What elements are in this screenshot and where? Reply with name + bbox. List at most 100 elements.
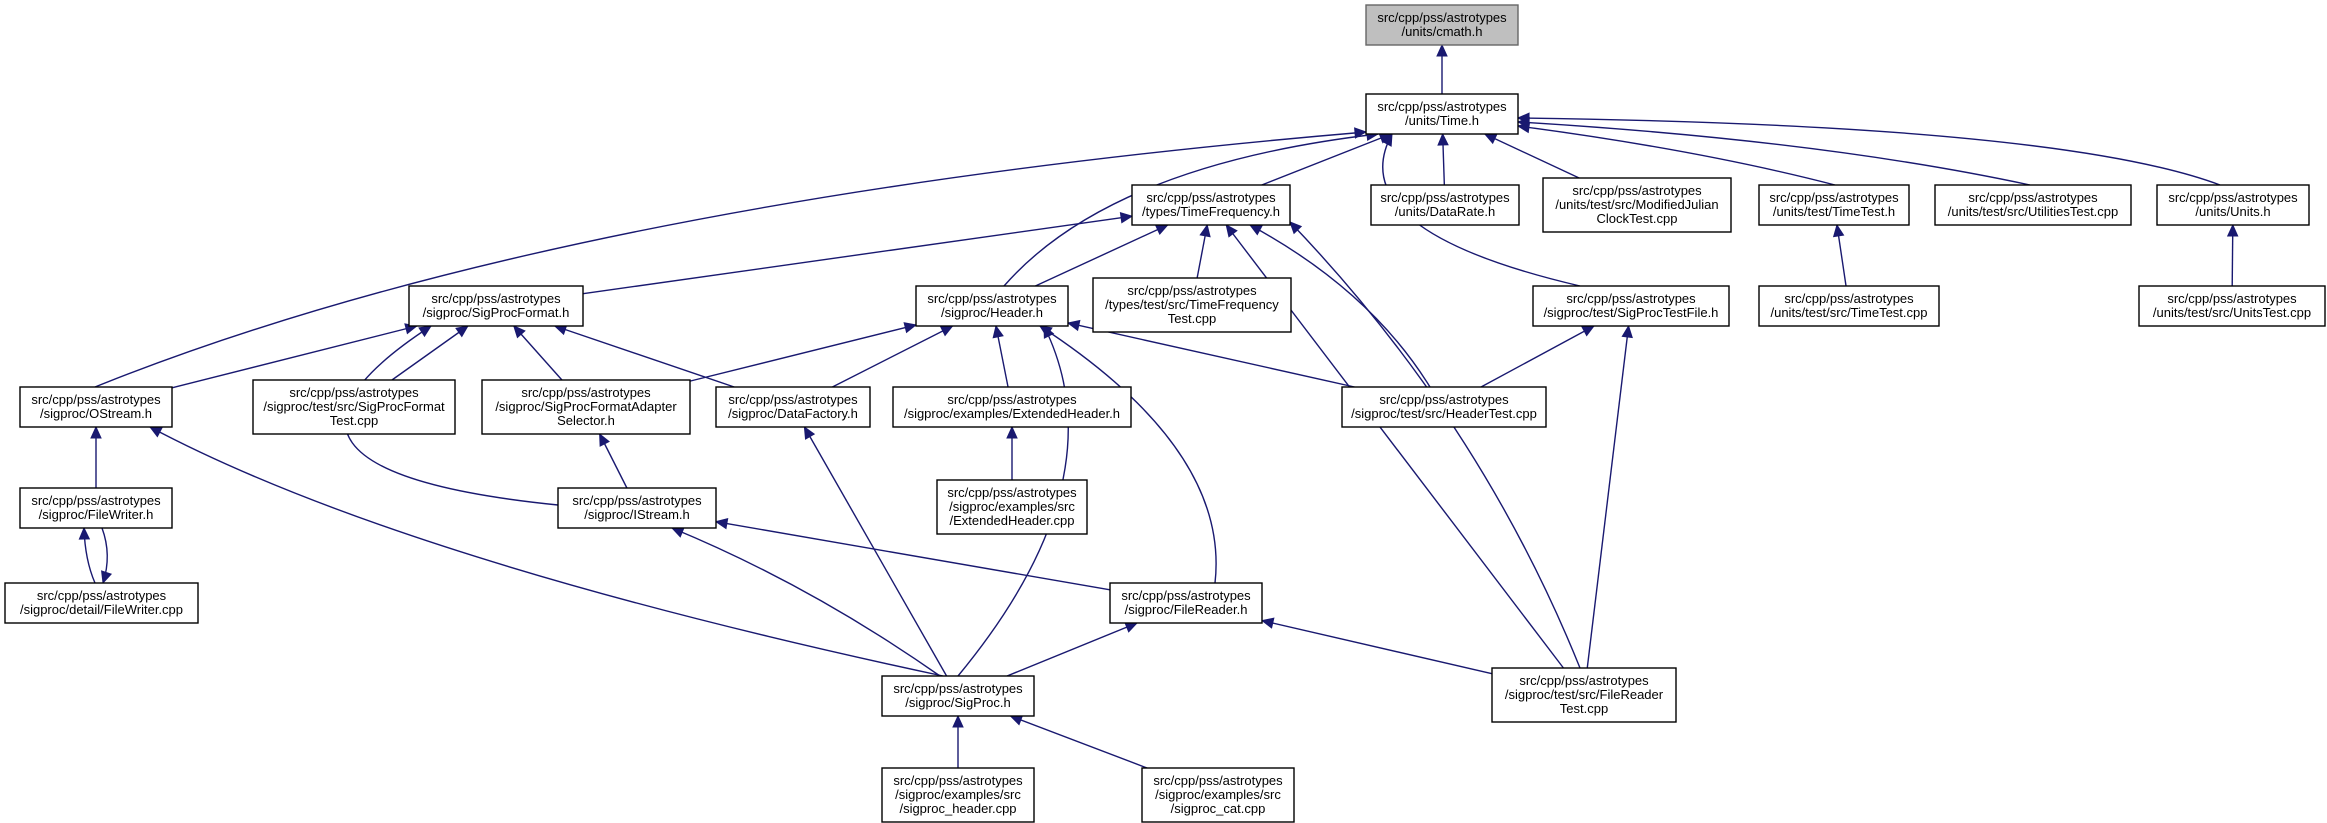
edge-sigproch-to-ostream (148, 426, 944, 677)
node-label-line: Test.cpp (1560, 701, 1608, 716)
node-filewriter[interactable]: src/cpp/pss/astrotypes/sigproc/FileWrite… (19, 487, 173, 529)
node-box (1758, 184, 1910, 226)
node-timetest[interactable]: src/cpp/pss/astrotypes/units/test/TimeTe… (1758, 184, 1910, 226)
node-label-line: Selector.h (557, 413, 615, 428)
node-box (1365, 93, 1519, 135)
node-unitstest[interactable]: src/cpp/pss/astrotypes/units/test/src/Un… (2138, 285, 2326, 327)
node-label-line: /units/Units.h (2195, 204, 2270, 219)
node-label-line: src/cpp/pss/astrotypes (893, 773, 1023, 788)
node-sigproctestfile[interactable]: src/cpp/pss/astrotypes/sigproc/test/SigP… (1532, 285, 1730, 327)
node-label-line: /sigproc/detail/FileWriter.cpp (20, 602, 183, 617)
node-box (557, 487, 717, 529)
node-label-line: /sigproc/examples/src (1155, 787, 1281, 802)
node-time[interactable]: src/cpp/pss/astrotypes/units/Time.h (1365, 93, 1519, 135)
node-mjd[interactable]: src/cpp/pss/astrotypes/units/test/src/Mo… (1542, 177, 1732, 233)
node-label-line: /sigproc/Header.h (941, 305, 1043, 320)
node-sigprocheader[interactable]: src/cpp/pss/astrotypes/sigproc/examples/… (881, 767, 1035, 823)
node-label-line: src/cpp/pss/astrotypes (31, 493, 161, 508)
node-box (252, 379, 456, 435)
node-extheadercpp[interactable]: src/cpp/pss/astrotypes/sigproc/examples/… (936, 479, 1088, 535)
edge-datafactory-to-headerh (832, 325, 954, 388)
node-label-line: src/cpp/pss/astrotypes (431, 291, 561, 306)
node-headerh[interactable]: src/cpp/pss/astrotypes/sigproc/Header.h (915, 285, 1069, 327)
node-label-line: /sigproc/SigProcFormat.h (423, 305, 570, 320)
node-filereader[interactable]: src/cpp/pss/astrotypes/sigproc/FileReade… (1109, 582, 1263, 624)
node-label-line: /types/test/src/TimeFrequency (1105, 297, 1279, 312)
edge-utilities-to-time (1516, 116, 2031, 186)
node-label-line: src/cpp/pss/astrotypes (31, 392, 161, 407)
node-label-line: src/cpp/pss/astrotypes (728, 392, 858, 407)
node-label-line: src/cpp/pss/astrotypes (927, 291, 1057, 306)
node-box (936, 479, 1088, 535)
node-label-line: src/cpp/pss/astrotypes (1377, 99, 1507, 114)
node-label-line: src/cpp/pss/astrotypes (2167, 291, 2297, 306)
node-box (1491, 667, 1677, 723)
node-extheader[interactable]: src/cpp/pss/astrotypes/sigproc/examples/… (892, 386, 1132, 428)
node-tftest[interactable]: src/cpp/pss/astrotypes/types/test/src/Ti… (1092, 277, 1292, 333)
node-box (408, 285, 584, 327)
node-label-line: src/cpp/pss/astrotypes (1769, 190, 1899, 205)
edge-extheadercpp-to-extheader (1006, 425, 1018, 480)
edge-sigproch-to-istream (670, 527, 941, 677)
edge-timetest-to-time (1516, 121, 1836, 186)
node-adapter[interactable]: src/cpp/pss/astrotypes/sigproc/SigProcFo… (481, 379, 691, 435)
node-box (1934, 184, 2132, 226)
edge-headerh-to-timefreq (1035, 224, 1169, 287)
node-label-line: src/cpp/pss/astrotypes (1377, 10, 1507, 25)
node-spformattest[interactable]: src/cpp/pss/astrotypes/sigproc/test/src/… (252, 379, 456, 435)
node-timefreq[interactable]: src/cpp/pss/astrotypes/types/TimeFrequen… (1131, 184, 1291, 226)
node-headertest[interactable]: src/cpp/pss/astrotypes/sigproc/test/src/… (1341, 386, 1547, 428)
node-label-line: src/cpp/pss/astrotypes (1153, 773, 1283, 788)
node-label-line: /ExtendedHeader.cpp (949, 513, 1074, 528)
node-label-line: src/cpp/pss/astrotypes (1572, 183, 1702, 198)
node-ostream[interactable]: src/cpp/pss/astrotypes/sigproc/OStream.h (19, 386, 173, 428)
edge-time-to-cmath (1436, 43, 1448, 94)
edge-sigproccat-to-timefreq (1289, 221, 1581, 669)
node-filereadertest[interactable]: src/cpp/pss/astrotypes/sigproc/test/src/… (1491, 667, 1677, 723)
node-box (1131, 184, 1291, 226)
node-box (481, 379, 691, 435)
edge-adapter-to-headerh (689, 322, 918, 382)
node-label-line: src/cpp/pss/astrotypes (2168, 190, 2298, 205)
node-label-line: /units/test/src/UnitsTest.cpp (2153, 305, 2311, 320)
node-istream[interactable]: src/cpp/pss/astrotypes/sigproc/IStream.h (557, 487, 717, 529)
node-timetestcpp[interactable]: src/cpp/pss/astrotypes/units/test/src/Ti… (1758, 285, 1940, 327)
node-label-line: /sigproc/examples/src (895, 787, 1021, 802)
edge-sigproch-to-filereader (1006, 621, 1139, 677)
node-datafactory[interactable]: src/cpp/pss/astrotypes/sigproc/DataFacto… (715, 386, 871, 428)
node-box (1109, 582, 1263, 624)
node-utilities[interactable]: src/cpp/pss/astrotypes/units/test/src/Ut… (1934, 184, 2132, 226)
node-label-line: /units/cmath.h (1402, 24, 1483, 39)
node-datarate[interactable]: src/cpp/pss/astrotypes/units/DataRate.h (1370, 184, 1520, 226)
node-label-line: src/cpp/pss/astrotypes (572, 493, 702, 508)
node-sigproccat[interactable]: src/cpp/pss/astrotypes/sigproc/examples/… (1141, 767, 1295, 823)
node-label-line: src/cpp/pss/astrotypes (1566, 291, 1696, 306)
node-box (1542, 177, 1732, 233)
node-box (4, 582, 199, 624)
edge-unitsh-to-time (1516, 112, 2221, 186)
node-unitsh[interactable]: src/cpp/pss/astrotypes/units/Units.h (2156, 184, 2310, 226)
node-filewritercpp[interactable]: src/cpp/pss/astrotypes/sigproc/detail/Fi… (4, 582, 199, 624)
node-label-line: /sigproc/SigProcFormatAdapter (495, 399, 677, 414)
edge-headertest-to-headerh (1066, 319, 1355, 388)
node-label-line: Test.cpp (330, 413, 378, 428)
edge-filereadertest-to-sigproctestfile (1586, 324, 1633, 669)
node-label-line: /sigproc/IStream.h (584, 507, 690, 522)
node-label-line: /units/test/src/UtilitiesTest.cpp (1948, 204, 2119, 219)
node-label-line: ClockTest.cpp (1597, 211, 1678, 226)
node-label-line: src/cpp/pss/astrotypes (37, 588, 167, 603)
node-label-line: src/cpp/pss/astrotypes (1968, 190, 2098, 205)
node-label-line: /sigproc/test/src/FileReader (1505, 687, 1664, 702)
node-box (1141, 767, 1295, 823)
node-sigproch[interactable]: src/cpp/pss/astrotypes/sigproc/SigProc.h (881, 675, 1035, 717)
node-label-line: src/cpp/pss/astrotypes (1379, 392, 1509, 407)
node-box (1092, 277, 1292, 333)
edge-ostream-to-time (94, 127, 1368, 388)
node-box (1341, 386, 1547, 428)
node-label-line: /sigproc_cat.cpp (1171, 801, 1266, 816)
edge-filereader-to-istream (714, 517, 1111, 591)
node-label-line: /units/Time.h (1405, 113, 1479, 128)
node-sigprocformat[interactable]: src/cpp/pss/astrotypes/sigproc/SigProcFo… (408, 285, 584, 327)
node-cmath[interactable]: src/cpp/pss/astrotypes/units/cmath.h (1365, 4, 1519, 46)
